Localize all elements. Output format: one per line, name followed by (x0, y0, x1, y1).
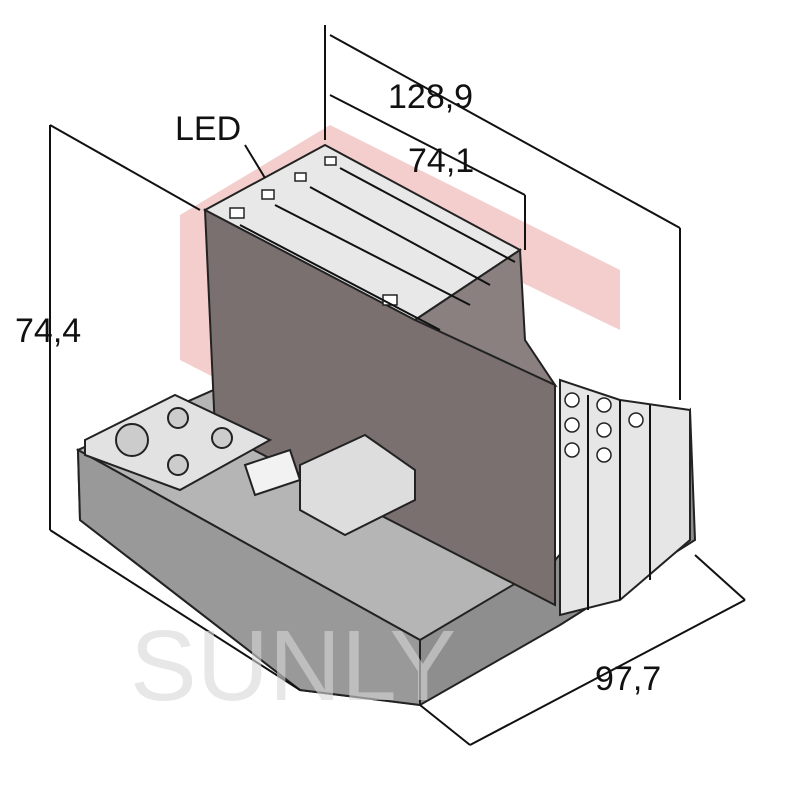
dimension-total-length: 128,9 (388, 78, 473, 116)
dimension-lines (49, 25, 746, 746)
module-divisions (239, 167, 516, 331)
gateway-side (412, 248, 558, 388)
dimension-depth: 97,7 (595, 660, 661, 698)
power-terminal (243, 433, 416, 537)
base-front (76, 448, 421, 707)
dimension-height: 74,4 (15, 312, 81, 350)
io-modules (559, 378, 691, 617)
led-indicators (229, 156, 398, 306)
dimension-module-length: 74,1 (408, 142, 474, 180)
fieldbus-connector (84, 393, 273, 492)
led-callout: LED (175, 110, 241, 148)
watermark-text: SUNLY (130, 610, 456, 722)
